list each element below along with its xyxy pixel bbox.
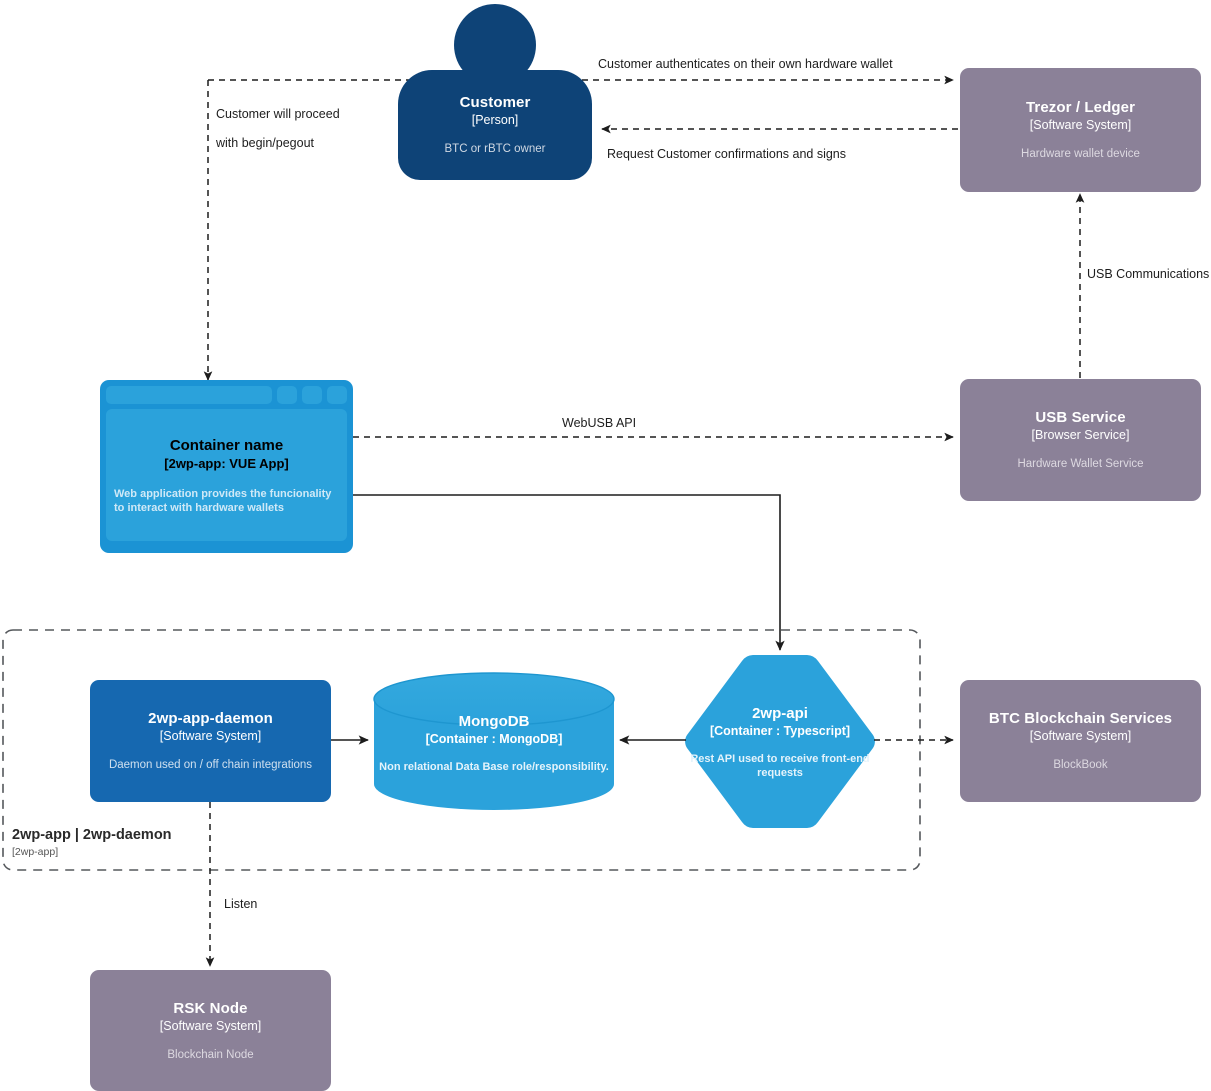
edge-label-webusb-api: WebUSB API [562,416,637,430]
node-2wp-app-daemon[interactable]: 2wp-app-daemon [Software System] Daemon … [90,680,331,802]
mongodb-description: Non relational Data Base role/responsibi… [379,761,609,773]
node-usb-service[interactable]: USB Service [Browser Service] Hardware W… [960,379,1201,501]
rsk-node-title: RSK Node [173,999,248,1017]
vue-app-description: Web application provides the funcionalit… [114,487,332,514]
btc-services-title: BTC Blockchain Services [988,710,1173,727]
node-trezor-ledger[interactable]: Trezor / Ledger [Software System] Hardwa… [960,68,1201,192]
vue-app-title: Container name [169,436,284,454]
trezor-ledger-description: Hardware wallet device [1021,148,1140,160]
browser-chrome-bar [106,386,347,404]
2wp-api-subtitle: [Container : Typescript] [709,724,851,738]
2wp-api-title: 2wp-api [752,705,808,722]
edge-label-customer-to-vue-app-line2: with begin/pegout [216,136,314,150]
customer-subtitle: [Person] [471,113,519,127]
edge-label-listen: Listen [224,897,258,911]
trezor-ledger-subtitle: [Software System] [1029,118,1132,132]
daemon-description: Daemon used on / off chain integrations [108,759,313,771]
customer-description: BTC or rBTC owner [444,143,546,155]
mongodb-title: MongoDB [458,713,530,730]
btc-services-subtitle: [Software System] [1029,729,1132,743]
edge-label-customer-to-trezor: Customer authenticates on their own hard… [598,57,893,71]
daemon-title: 2wp-app-daemon [148,710,273,727]
boundary-label: 2wp-app | 2wp-daemon [2wp-app] [12,826,172,859]
node-customer[interactable]: Customer [Person] BTC or rBTC owner [398,70,592,180]
rsk-node-description: Blockchain Node [167,1048,254,1061]
browser-address-bar[interactable] [106,386,272,404]
edge-vue-app-to-2wp-api [341,494,785,651]
edge-label-customer-to-vue-app-line1: Customer will proceed [216,107,340,121]
2wp-api-description: Rest API used to receive front-end reque… [690,753,870,779]
boundary-title: 2wp-app | 2wp-daemon [12,827,172,843]
browser-button-3-icon[interactable] [327,386,347,404]
browser-button-2-icon[interactable] [302,386,322,404]
edge-label-usb-communications: USB Communications [1087,267,1210,281]
vue-app-subtitle: [2wp-app: VUE App] [164,455,289,471]
usb-service-subtitle: [Browser Service] [1031,428,1130,442]
usb-service-description: Hardware Wallet Service [1017,458,1144,470]
node-mongodb[interactable]: MongoDB [Container : MongoDB] Non relati… [374,700,614,786]
rsk-node-subtitle: [Software System] [159,1018,262,1033]
node-rsk-node[interactable]: RSK Node [Software System] Blockchain No… [90,970,331,1091]
node-2wp-api[interactable]: 2wp-api [Container : Typescript] Rest AP… [690,690,870,794]
daemon-subtitle: [Software System] [159,729,262,743]
btc-services-description: BlockBook [1053,759,1108,771]
mongodb-subtitle: [Container : MongoDB] [425,732,563,746]
2wp-api-hexagon-shape [685,655,875,828]
boundary-subtitle: [2wp-app] [12,846,59,858]
browser-button-1-icon[interactable] [277,386,297,404]
boundary-2wp-app [2,629,921,871]
edge-label-trezor-to-customer: Request Customer confirmations and signs [607,147,847,161]
trezor-ledger-title: Trezor / Ledger [1025,99,1136,116]
customer-title: Customer [459,94,531,111]
node-btc-blockchain-services[interactable]: BTC Blockchain Services [Software System… [960,680,1201,802]
mongodb-cylinder-shape [373,672,615,810]
usb-service-title: USB Service [1035,409,1126,426]
browser-viewport: Container name [2wp-app: VUE App] Web ap… [106,409,347,541]
node-vue-app[interactable]: Container name [2wp-app: VUE App] Web ap… [100,380,353,553]
